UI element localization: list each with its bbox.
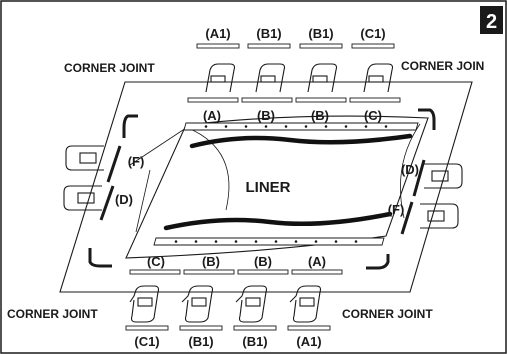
right-label-f: (F) (388, 202, 405, 217)
corner-joint-label-top-right: CORNER JOIN (401, 59, 484, 73)
step-badge (480, 6, 503, 34)
corner-piece-bottom-left (88, 248, 112, 268)
corner-piece-top-right (418, 108, 436, 130)
liner-wave-top (189, 133, 413, 149)
liner-fold (187, 127, 230, 211)
bottom-rail-label: (A) (308, 254, 326, 269)
bottom-rail-bars (129, 269, 343, 275)
top-joint-brackets (200, 63, 394, 93)
bottom-connector-label: (A1) (296, 334, 321, 349)
top-connector-bars (196, 43, 395, 49)
top-connector-label: (C1) (360, 26, 385, 41)
liner-edge (129, 127, 187, 166)
left-label-f: (F) (128, 154, 145, 169)
bottom-rail-label: (B) (202, 254, 220, 269)
corner-joint-label-bottom-left: CORNER JOINT (7, 307, 98, 321)
bottom-connector-label: (B1) (242, 334, 267, 349)
liner-fold (135, 169, 151, 233)
left-pins (99, 145, 122, 221)
left-label-d: (D) (115, 192, 133, 207)
right-joint-brackets (420, 163, 463, 229)
right-label-d: (D) (401, 162, 419, 177)
top-rail-label: (B) (311, 108, 329, 123)
top-connector-label: (A1) (205, 26, 230, 41)
corner-piece-bottom-right (366, 254, 390, 270)
top-connector-label: (B1) (256, 26, 281, 41)
corner-joint-label-bottom-right: CORNER JOINT (342, 307, 433, 321)
left-joint-brackets (63, 145, 104, 211)
liner-fold (400, 123, 421, 219)
top-connector-label: (B1) (308, 26, 333, 41)
liner-label: LINER (246, 179, 291, 196)
bottom-joint-brackets (129, 285, 322, 323)
top-rail-label: (B) (257, 108, 275, 123)
top-rail-label: (C) (364, 108, 382, 123)
step-number: 2 (486, 11, 497, 33)
liner-wave-bottom (163, 211, 393, 231)
top-rail-bar (183, 122, 419, 131)
corner-joint-label-top-left: CORNER JOINT (64, 61, 155, 75)
top-rail-bars (187, 97, 401, 103)
bottom-connector-bars (125, 325, 331, 331)
bottom-rail-bar (153, 237, 385, 246)
bottom-connector-label: (C1) (134, 334, 159, 349)
bottom-rail-label: (B) (254, 254, 272, 269)
top-rail-label: (A) (203, 108, 221, 123)
bottom-rail-label: (C) (147, 254, 165, 269)
pool-frame-outline (59, 81, 473, 293)
right-pins (400, 159, 426, 235)
bottom-connector-label: (B1) (188, 334, 213, 349)
corner-piece-top-left (122, 114, 138, 138)
